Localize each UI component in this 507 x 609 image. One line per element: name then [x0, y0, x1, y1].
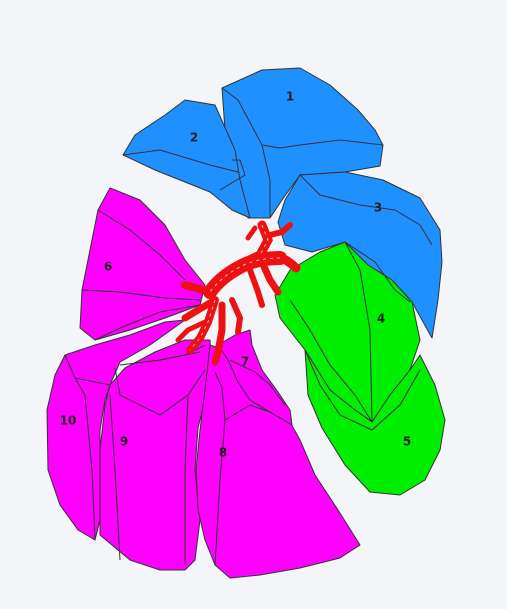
segment-label-4: 4	[377, 312, 385, 326]
segment-label-9: 9	[120, 435, 128, 449]
segment-label-8: 8	[219, 446, 227, 460]
segment-label-2: 2	[190, 131, 198, 145]
segment-label-10: 10	[60, 414, 77, 428]
segment-label-1: 1	[286, 90, 294, 104]
segment-label-6: 6	[104, 260, 112, 274]
segment-label-7: 7	[241, 355, 249, 369]
segment-label-5: 5	[403, 435, 411, 449]
segment-label-3: 3	[374, 201, 382, 215]
